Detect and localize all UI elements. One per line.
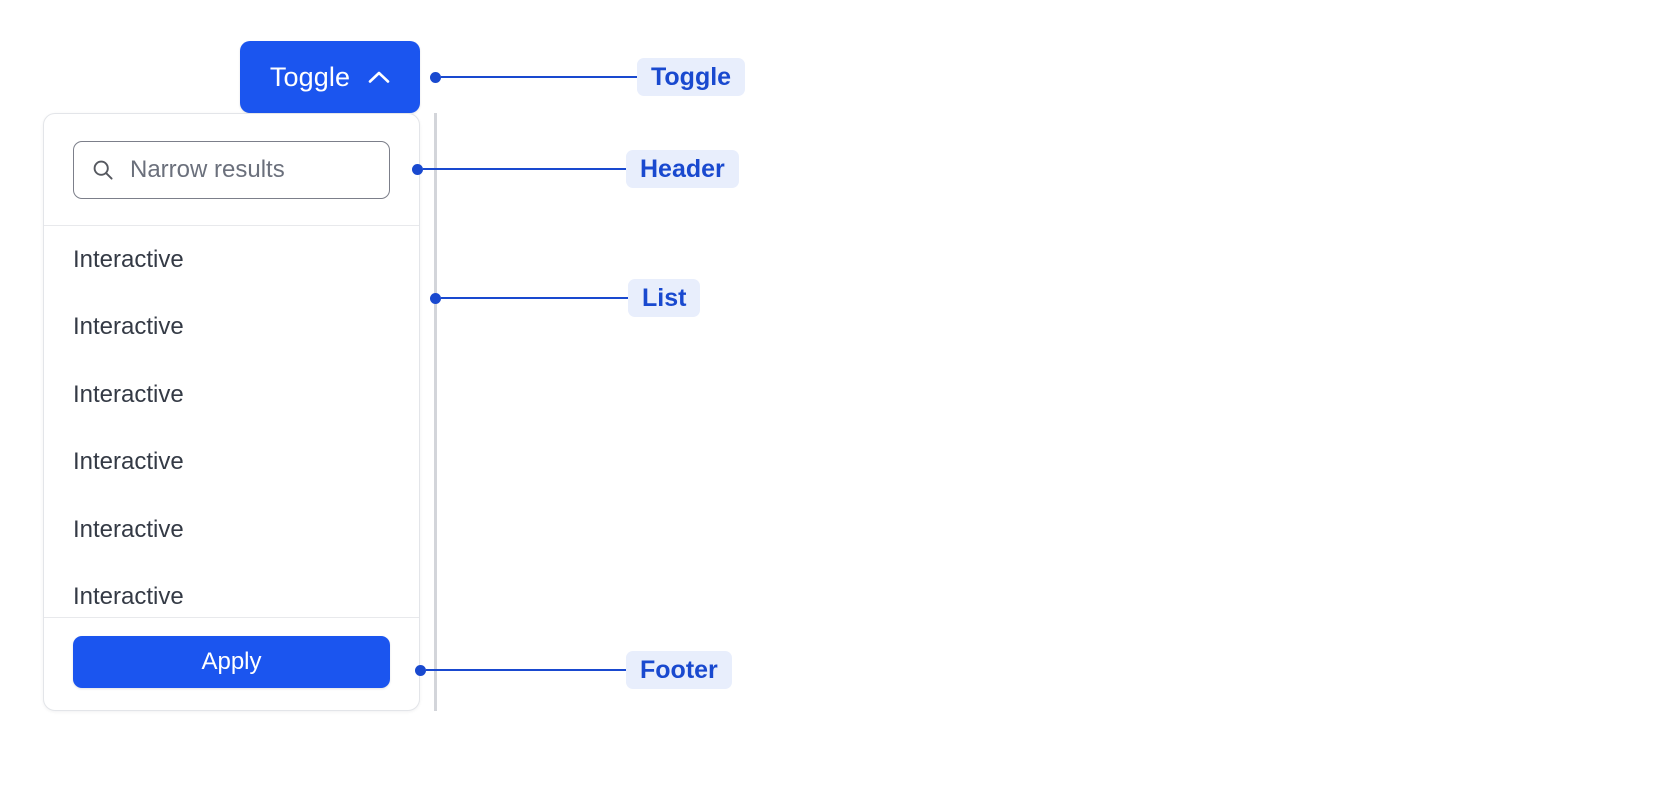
list-item[interactable]: Interactive (44, 496, 419, 564)
callout-footer: Footer (415, 650, 732, 690)
list-item-label: Interactive (73, 448, 184, 476)
callout-label: List (628, 278, 701, 318)
callout-line (423, 168, 626, 170)
callout-label: Toggle (637, 57, 746, 97)
callout-line (441, 297, 628, 299)
list-item[interactable]: Interactive (44, 226, 419, 294)
toggle-button-label: Toggle (269, 61, 351, 92)
search-field-wrapper[interactable] (73, 141, 390, 199)
callout-line (426, 669, 626, 671)
callout-dot (415, 664, 426, 676)
search-input[interactable] (74, 142, 389, 198)
callout-list: List (430, 278, 701, 318)
callout-header: Header (412, 149, 739, 189)
list-item[interactable]: Interactive (44, 361, 419, 429)
list-item-label: Interactive (73, 515, 184, 543)
callout-dot (430, 292, 441, 304)
callout-line (441, 76, 637, 78)
list-item[interactable]: Interactive (44, 429, 419, 497)
callout-toggle: Toggle (430, 57, 746, 97)
dropdown-footer: Apply (44, 617, 419, 710)
toggle-button[interactable]: Toggle (240, 41, 420, 113)
dropdown-header (44, 114, 419, 226)
dropdown-list: Interactive Interactive Interactive Inte… (44, 226, 419, 617)
apply-button[interactable]: Apply (73, 636, 390, 688)
callout-dot (412, 163, 423, 175)
list-item[interactable]: Interactive (44, 294, 419, 362)
list-item-label: Interactive (73, 380, 184, 408)
list-item[interactable]: Interactive (44, 564, 419, 618)
list-item-label: Interactive (73, 583, 184, 611)
callout-label: Footer (626, 650, 732, 690)
dropdown-panel: Interactive Interactive Interactive Inte… (43, 113, 420, 711)
list-item-label: Interactive (73, 245, 184, 273)
callout-label: Header (626, 149, 739, 189)
alignment-guide-line (434, 113, 437, 711)
list-item-label: Interactive (73, 313, 184, 341)
chevron-up-icon (368, 70, 390, 84)
callout-dot (430, 71, 441, 83)
